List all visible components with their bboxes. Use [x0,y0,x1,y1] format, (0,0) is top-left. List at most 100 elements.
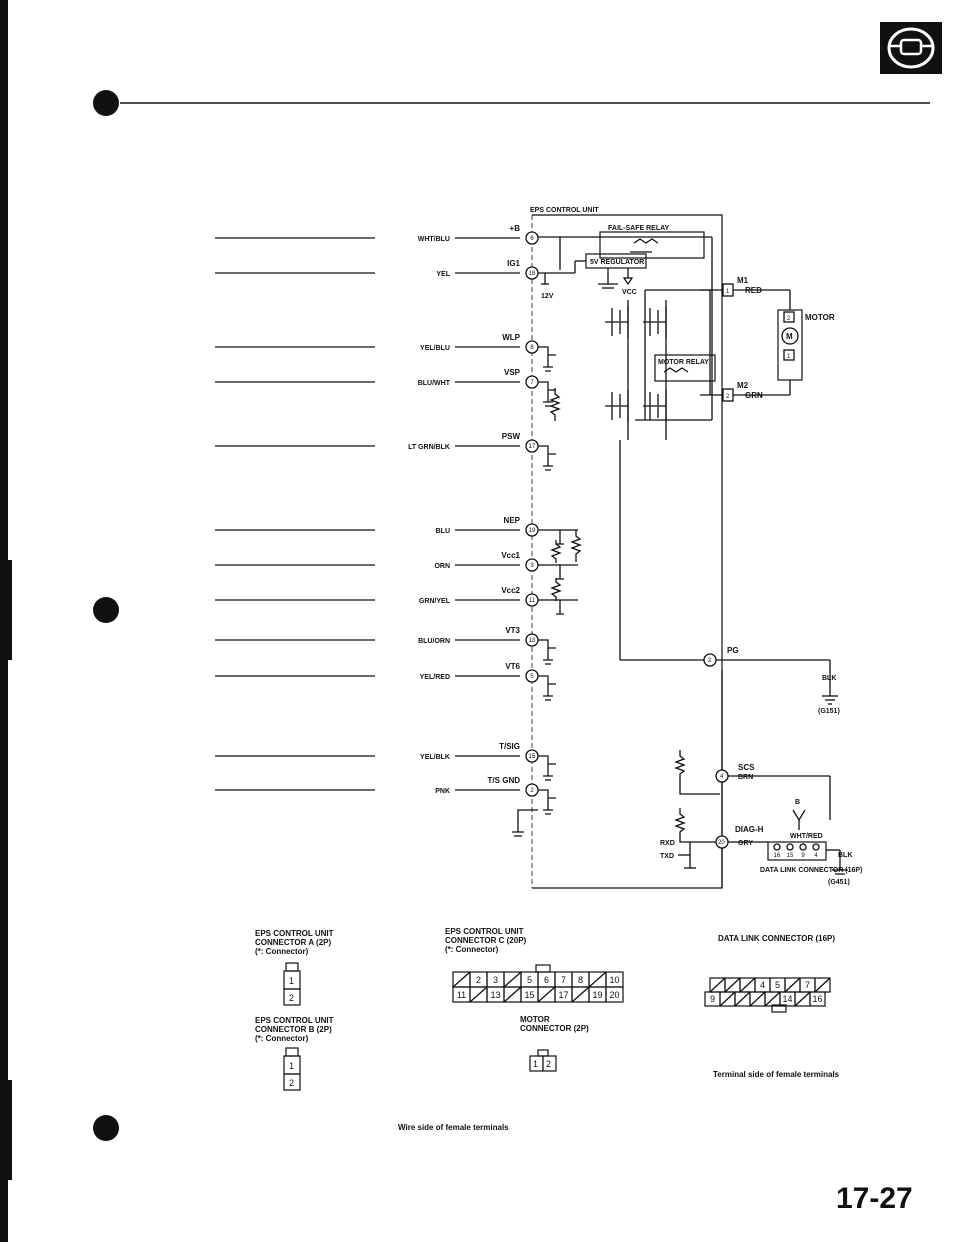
pin-number: 13 [529,638,536,644]
svg-text:1: 1 [533,1059,538,1069]
wire-color-label: PNK [435,788,450,795]
svg-text:8: 8 [578,975,583,985]
fail-safe-relay: FAIL-SAFE RELAY [599,225,705,259]
svg-text:1: 1 [289,1061,294,1071]
svg-text:SCS: SCS [738,763,755,772]
svg-text:16: 16 [774,853,781,859]
svg-text:BLK: BLK [838,852,852,859]
svg-text:GRN: GRN [745,391,763,400]
motor-line-m1: 1 M1 RED [700,276,791,310]
terminal-label: +B [510,224,521,233]
pin-number: 2 [530,788,534,794]
svg-text:4: 4 [814,853,818,859]
svg-text:B: B [795,799,800,806]
svg-text:5: 5 [775,980,780,990]
svg-text:EPS CONTROL UNIT: EPS CONTROL UNIT [445,927,524,936]
svg-text:(G451): (G451) [828,879,850,886]
svg-text:RXD: RXD [660,840,675,847]
scs-line: 4 SCS BRN [674,750,831,820]
svg-text:5V REGULATOR: 5V REGULATOR [590,259,644,266]
svg-text:12V: 12V [541,293,554,300]
svg-text:1: 1 [787,354,791,360]
svg-text:MOTOR: MOTOR [520,1015,550,1024]
margin-bullet [93,597,119,623]
page-binding-edge [0,0,8,1242]
svg-text:7: 7 [805,980,810,990]
svg-text:3: 3 [493,975,498,985]
terminal-label: Vcc2 [501,586,520,595]
caption-motor-conn: MOTOR CONNECTOR (2P) 1 2 [520,1015,589,1072]
svg-text:14: 14 [782,994,792,1004]
svg-text:BLK: BLK [822,675,836,682]
svg-text:(*: Connector): (*: Connector) [445,945,499,954]
svg-text:(*: Connector): (*: Connector) [255,947,309,956]
svg-text:1: 1 [726,289,730,295]
motor-line-m2: 2 M2 GRN [700,380,791,402]
wire-row: BLU/WHT VSP 7 [215,368,556,407]
svg-text:10: 10 [609,975,619,985]
wire-color-label: YEL/BLK [420,754,450,761]
svg-text:1: 1 [289,976,294,986]
svg-text:6: 6 [544,975,549,985]
terminal-label: NEP [504,516,521,525]
svg-text:7: 7 [561,975,566,985]
svg-text:17: 17 [558,990,568,1000]
margin-bullet [93,90,119,116]
svg-text:WHT/RED: WHT/RED [790,833,823,840]
terminal-label: T/S GND [488,776,521,785]
wire-color-label: LT GRN/BLK [408,444,450,451]
svg-text:EPS CONTROL UNIT: EPS CONTROL UNIT [255,1016,334,1025]
wire-row: PNK T/S GND 2 [215,776,556,815]
svg-text:2: 2 [289,993,294,1003]
pg-ground: 2 PG BLK (G151) [703,646,840,715]
margin-bar [8,1080,12,1180]
svg-text:M1: M1 [737,276,749,285]
svg-text:CONNECTOR B (2P): CONNECTOR B (2P) [255,1025,332,1034]
svg-text:16: 16 [812,994,822,1004]
margin-bar [8,560,12,660]
svg-text:RED: RED [745,286,762,295]
svg-text:(G151): (G151) [818,708,840,715]
svg-text:M2: M2 [737,381,749,390]
wire-color-label: BLU/ORN [418,638,450,645]
svg-text:MOTOR: MOTOR [805,313,835,322]
pin-number: 8 [530,345,534,351]
terminal-label: VSP [504,368,521,377]
wire-color-label: YEL/BLU [420,345,450,352]
terminal-label: PSW [502,432,521,441]
svg-text:15: 15 [787,853,794,859]
svg-text:19: 19 [592,990,602,1000]
svg-text:(*: Connector): (*: Connector) [255,1034,309,1043]
svg-text:15: 15 [524,990,534,1000]
svg-text:4: 4 [760,980,765,990]
pin-number: 17 [529,444,536,450]
svg-text:20: 20 [609,990,619,1000]
page-number: 17-27 [836,1182,913,1215]
svg-text:MOTOR RELAY: MOTOR RELAY [658,359,709,366]
pin-number: 5 [530,674,534,680]
wire-color-label: BLU/WHT [418,380,451,387]
pin-number: 7 [530,380,534,386]
terminal-label: VT3 [505,626,520,635]
svg-text:2: 2 [546,1059,551,1069]
svg-text:DATA LINK CONNECTOR (16P): DATA LINK CONNECTOR (16P) [760,867,862,874]
wire-rows: WHT/BLU+B6YELIG118YEL/BLUWLP8BLU/WHTVSP7… [215,224,582,837]
svg-text:BRN: BRN [738,774,753,781]
caption-conn-c: EPS CONTROL UNIT CONNECTOR C (20P) (*: C… [445,927,624,1003]
svg-text:Terminal side of female termin: Terminal side of female terminals [713,1070,840,1079]
svg-text:GRY: GRY [738,840,753,847]
motor-relay: MOTOR RELAY [654,354,716,382]
wire-side-caption: Wire side of female terminals [398,1123,509,1132]
svg-text:2: 2 [708,658,712,664]
wire-row: BLU/ORN VT3 13 [215,626,556,665]
svg-text:DATA LINK CONNECTOR (16P): DATA LINK CONNECTOR (16P) [718,934,835,943]
svg-text:VCC: VCC [622,289,637,296]
regulator-5v: 5V REGULATOR [585,253,647,269]
svg-text:FAIL-SAFE RELAY: FAIL-SAFE RELAY [608,225,670,232]
